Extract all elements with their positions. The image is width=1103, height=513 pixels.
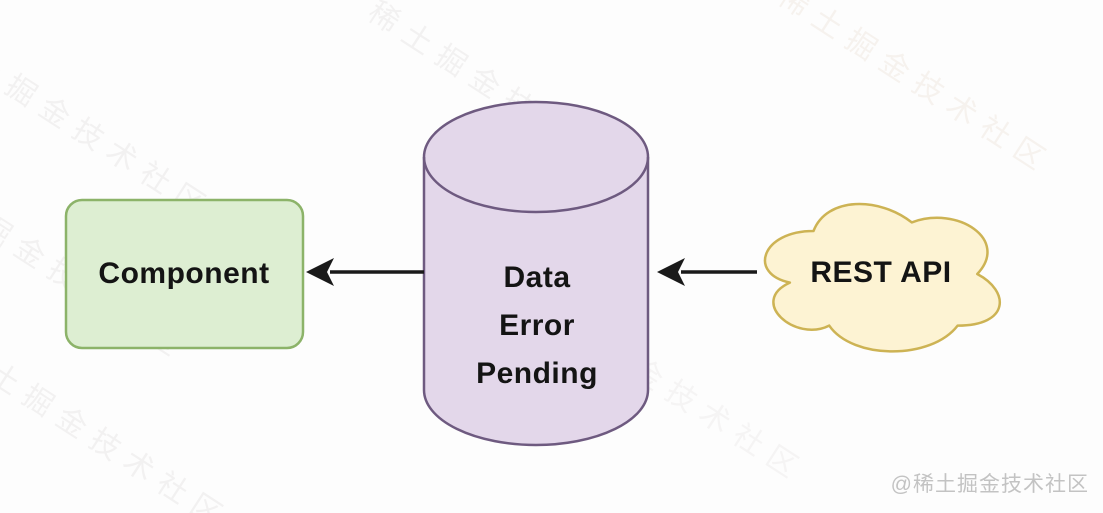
rest-api-label: REST API (810, 256, 952, 289)
datastore-cylinder-outline (422, 100, 650, 447)
component-label: Component (98, 257, 270, 290)
datastore-label-line-data: Data (503, 261, 571, 294)
arrow-datastore-to-component-head (306, 258, 334, 286)
rest-api-cloud (765, 204, 1000, 352)
datastore-label-line-pending: Pending (476, 357, 598, 390)
component-box (66, 200, 303, 348)
arrow-cloud-to-datastore-head (657, 258, 685, 286)
corner-watermark: @稀土掘金技术社区 (890, 473, 1089, 496)
rest-api-cloud-border (763, 202, 1001, 353)
datastore-label-line-error: Error (499, 309, 575, 342)
datastore-cylinder-top-rim (422, 156, 650, 214)
component-box-border (64, 198, 305, 350)
datastore-cylinder-body (424, 102, 648, 445)
datastore-label: Data Error Pending (476, 254, 598, 398)
